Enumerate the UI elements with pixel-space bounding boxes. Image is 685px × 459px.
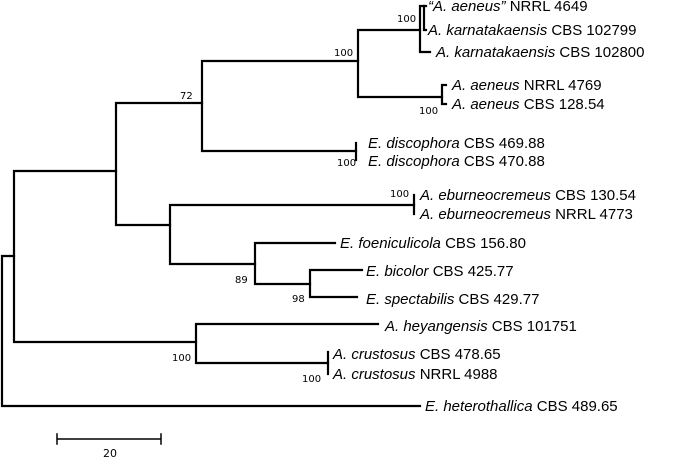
clade-b-node xyxy=(168,203,416,266)
bootstrap-value: 100 xyxy=(302,374,321,385)
bootstrap-value: 100 xyxy=(397,14,416,25)
taxon-label: A. karnatakaensis CBS 102799 xyxy=(427,22,636,39)
bootstrap-value: 100 xyxy=(390,189,409,200)
taxon-label: A. aeneus NRRL 4769 xyxy=(451,77,602,94)
taxon-label: A. heyangensis CBS 101751 xyxy=(384,318,577,335)
clade-98-node xyxy=(308,268,364,299)
taxon-label: A. eburneocremeus CBS 130.54 xyxy=(419,187,636,204)
bootstrap-values: 100 100 100 72 100 100 89 98 100 100 xyxy=(172,14,438,385)
clade-a-node xyxy=(114,101,204,227)
scale-bar-label: 20 xyxy=(103,447,117,459)
root-branch xyxy=(0,254,422,408)
taxon-label: E. discophora CBS 469.88 xyxy=(368,135,545,152)
bootstrap-value: 72 xyxy=(180,91,193,102)
taxon-label: E. heterothallica CBS 489.65 xyxy=(425,398,618,415)
taxon-label: E. discophora CBS 470.88 xyxy=(368,153,545,170)
scale-bar-line xyxy=(56,433,162,445)
taxon-label: A. aeneus CBS 128.54 xyxy=(451,96,605,113)
bootstrap-value: 100 xyxy=(334,48,353,59)
ingroup-node xyxy=(12,169,198,344)
bootstrap-value: 100 xyxy=(337,158,356,169)
bootstrap-value: 100 xyxy=(419,106,438,117)
taxon-label: “A. aeneus” NRRL 4649 xyxy=(428,0,588,15)
taxon-label: A. eburneocremeus NRRL 4773 xyxy=(419,206,633,223)
taxon-label: A. crustosus CBS 478.65 xyxy=(332,346,501,363)
clade-89-node xyxy=(253,241,337,286)
karnatakaensis-pair-node xyxy=(422,4,428,32)
clade-crustosus-node xyxy=(194,322,380,365)
taxon-labels: “A. aeneus” NRRL 4649 A. karnatakaensis … xyxy=(332,0,644,415)
taxon-label: A. karnatakaensis CBS 102800 xyxy=(435,44,644,61)
aeneus-pair-node xyxy=(440,83,448,106)
tree-branches xyxy=(0,4,448,408)
scale-bar: 20 xyxy=(56,433,162,459)
bootstrap-value: 89 xyxy=(235,275,248,286)
taxon-label: E. bicolor CBS 425.77 xyxy=(366,263,514,280)
bootstrap-value: 98 xyxy=(292,294,305,305)
taxon-label: A. crustosus NRRL 4988 xyxy=(332,366,498,383)
bootstrap-value: 100 xyxy=(172,353,191,364)
taxon-label: E. spectabilis CBS 429.77 xyxy=(366,291,539,308)
clade-72-node xyxy=(200,59,360,153)
taxon-label: E. foeniculicola CBS 156.80 xyxy=(340,235,526,252)
clade-100-aeneus-node xyxy=(356,28,444,99)
